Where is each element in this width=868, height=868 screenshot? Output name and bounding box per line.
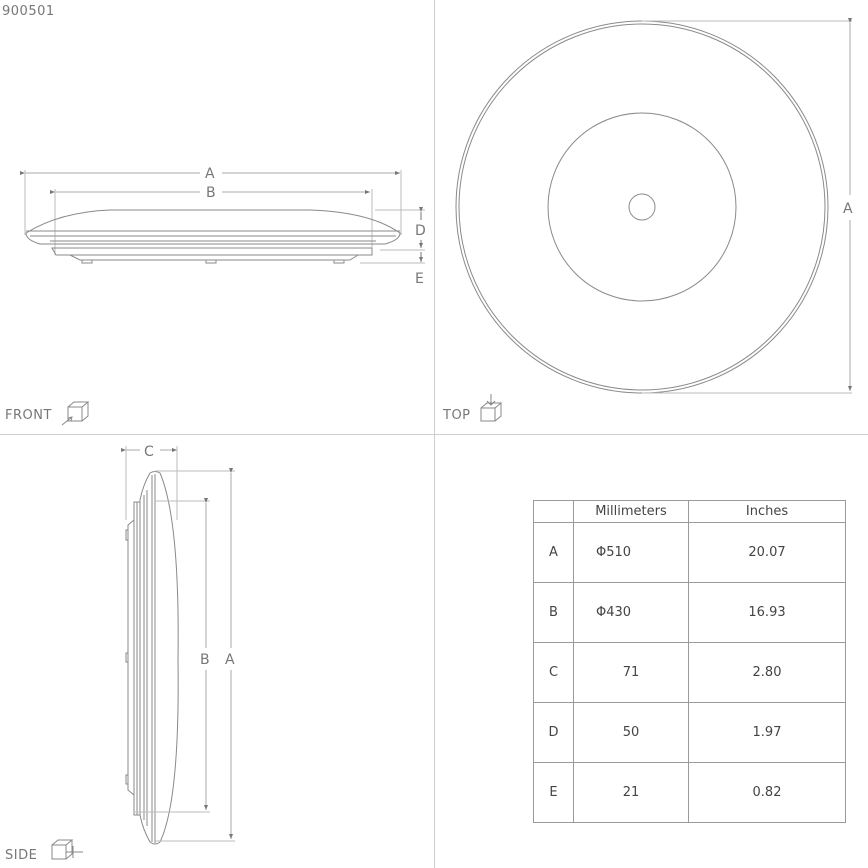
- row-key: D: [533, 702, 574, 763]
- table-row: B Φ430 16.93: [533, 582, 846, 643]
- table-row: A Φ510 20.07: [533, 522, 846, 583]
- side-view-label: SIDE: [5, 848, 38, 863]
- front-dim-d: D: [415, 223, 426, 239]
- side-view-drawing: [121, 446, 235, 845]
- header-inches: Inches: [688, 500, 846, 523]
- horizontal-divider: [0, 434, 868, 435]
- header-key: [533, 500, 574, 523]
- row-mm: 71: [573, 642, 689, 703]
- front-dim-e: E: [415, 271, 424, 287]
- top-dim-a: A: [843, 201, 853, 217]
- dimensions-table: Millimeters Inches A Φ510 20.07 B Φ430 1…: [533, 500, 846, 823]
- row-mm: 50: [573, 702, 689, 763]
- table-row: D 50 1.97: [533, 702, 846, 763]
- row-mm: 21: [573, 762, 689, 823]
- row-in: 2.80: [688, 642, 846, 703]
- row-in: 1.97: [688, 702, 846, 763]
- front-dim-a: A: [205, 166, 215, 182]
- row-in: 16.93: [688, 582, 846, 643]
- cube-side-view-icon: [51, 839, 83, 860]
- row-in: 0.82: [688, 762, 846, 823]
- header-millimeters: Millimeters: [573, 500, 689, 523]
- table-header-row: Millimeters Inches: [533, 500, 846, 523]
- front-dim-b: B: [206, 185, 216, 201]
- front-view-drawing: [20, 170, 425, 264]
- side-dim-b: B: [200, 652, 210, 668]
- table-row: C 71 2.80: [533, 642, 846, 703]
- row-in: 20.07: [688, 522, 846, 583]
- row-key: E: [533, 762, 574, 823]
- row-key: C: [533, 642, 574, 703]
- row-key: B: [533, 582, 574, 643]
- table-row: E 21 0.82: [533, 762, 846, 823]
- product-code: 900501: [2, 4, 55, 19]
- cube-top-view-icon: [480, 394, 503, 422]
- top-view-drawing: [455, 18, 852, 394]
- side-dim-a: A: [225, 652, 235, 668]
- cube-front-view-icon: [61, 401, 90, 426]
- row-mm: Φ510: [573, 522, 689, 583]
- side-dim-c: C: [144, 444, 154, 460]
- top-view-label: TOP: [443, 408, 471, 423]
- row-key: A: [533, 522, 574, 583]
- row-mm: Φ430: [573, 582, 689, 643]
- front-view-label: FRONT: [5, 408, 52, 423]
